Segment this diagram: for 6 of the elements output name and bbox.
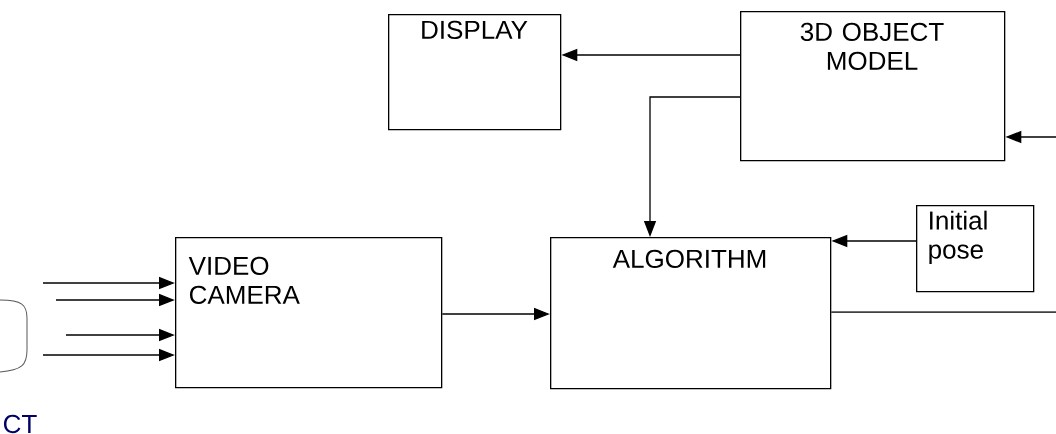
- process-box: VIDEO CAMERA: [175, 237, 443, 389]
- object-label: CT: [3, 414, 37, 434]
- process-box: DISPLAY: [388, 14, 562, 131]
- process-box: 3D OBJECT MODEL: [740, 11, 1006, 162]
- process-box: Initial pose: [916, 205, 1035, 293]
- process-box: ALGORITHM: [550, 237, 832, 390]
